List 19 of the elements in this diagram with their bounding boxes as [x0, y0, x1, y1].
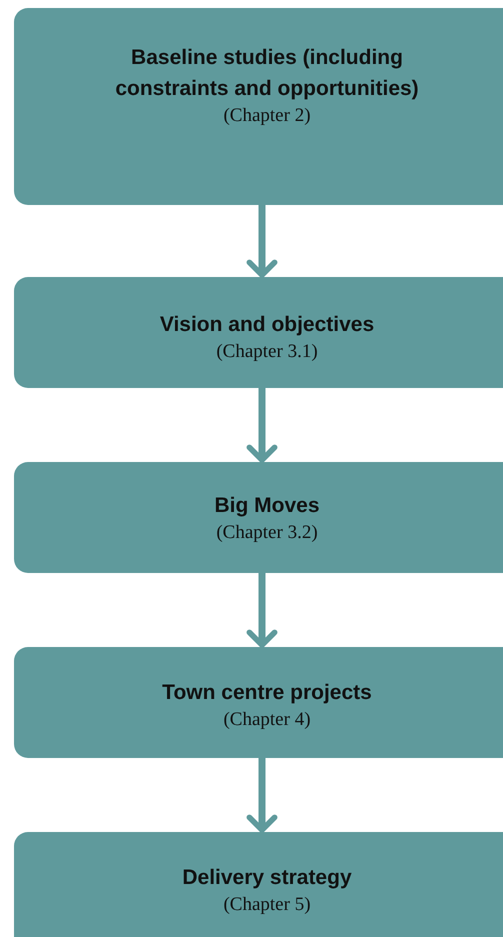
chapter-reference: (Chapter 3.2): [216, 521, 318, 545]
process-box: [14, 462, 503, 573]
chapter-reference: (Chapter 5): [223, 893, 311, 917]
arrow: [246, 205, 278, 278]
chapter-reference: (Chapter 3.1): [216, 340, 318, 364]
box-heading: Vision and objectives: [160, 312, 374, 338]
arrow: [246, 758, 278, 833]
process-box: [14, 832, 503, 937]
arrow: [246, 573, 278, 648]
box-heading: Baseline studies (including constraints and opportunities): [114, 45, 420, 102]
box-heading: Delivery strategy: [182, 865, 352, 891]
arrow: [246, 388, 278, 463]
box-heading: Big Moves: [214, 493, 320, 519]
chapter-reference: (Chapter 4): [223, 708, 311, 732]
process-box: [14, 8, 503, 205]
process-box: [14, 277, 503, 388]
box-heading: Town centre projects: [162, 680, 372, 706]
process-box: [14, 647, 503, 758]
chapter-reference: (Chapter 2): [223, 104, 311, 128]
